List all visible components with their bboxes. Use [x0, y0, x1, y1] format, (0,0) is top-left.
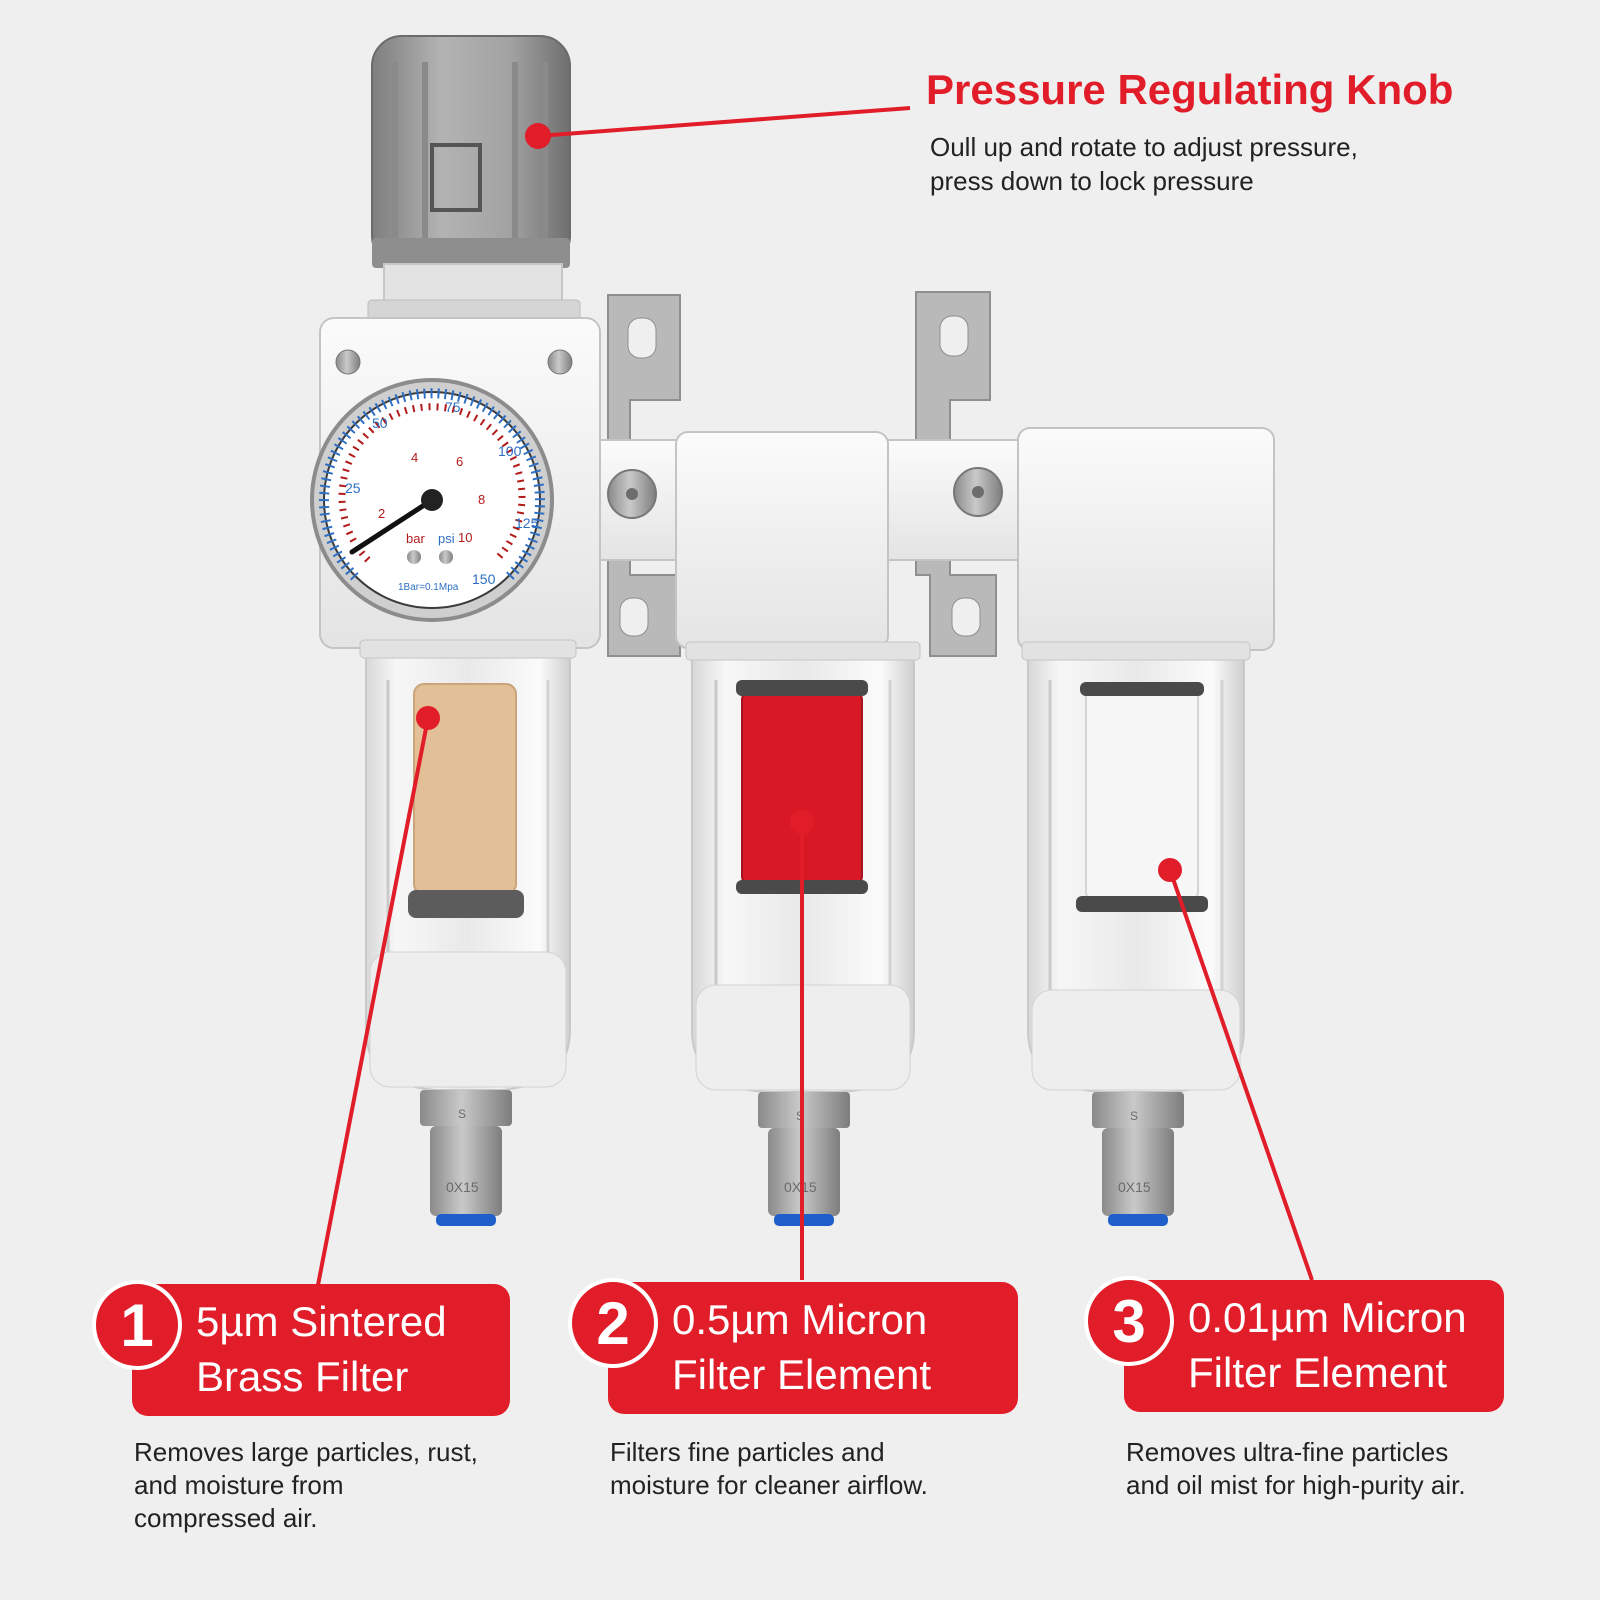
gauge-needle — [349, 497, 435, 555]
stage-2-label-box — [608, 1282, 1018, 1414]
leader-line-1 — [316, 717, 430, 1286]
drain-marking: 0X15 — [446, 1179, 479, 1195]
filter-bowl-1 — [359, 639, 577, 1091]
stage-2-title: 0.5µm Micron Filter Element — [672, 1292, 931, 1402]
knob-callout-title: Pressure Regulating Knob — [926, 66, 1454, 113]
stage-3-description: Removes ultra-fine particles and oil mis… — [1126, 1436, 1566, 1502]
stage-3-number-badge: 3 — [1084, 1276, 1174, 1366]
callout-dot-2 — [790, 810, 814, 834]
gauge-bar-tick: 4 — [411, 450, 418, 465]
stage-1-title: 5µm Sintered Brass Filter — [196, 1294, 447, 1404]
stage-1-title-line: 5µm Sintered — [196, 1298, 447, 1345]
gauge-psi-tick: 150 — [472, 571, 496, 587]
mounting-bracket-left — [607, 294, 681, 657]
gauge-psi-tick: 100 — [498, 443, 522, 459]
knob-callout-description: Oull up and rotate to adjust pressure, p… — [930, 130, 1530, 198]
gauge-bar-label: bar — [406, 531, 425, 546]
stage-1-desc-line: compressed air. — [134, 1503, 318, 1533]
drain-marking: S — [1130, 1109, 1138, 1123]
stage-3-desc-line: Removes ultra-fine particles — [1126, 1437, 1449, 1467]
drain-marking: 0X15 — [1118, 1179, 1151, 1195]
leader-lines — [316, 106, 1314, 1286]
callout-dot-1 — [416, 706, 440, 730]
gauge-psi-tick: 50 — [372, 415, 388, 431]
stage-1-label-box — [132, 1284, 510, 1416]
gauge-psi-label: psi — [438, 531, 455, 546]
filter-head-3 — [1017, 427, 1275, 651]
mounting-bracket-right — [915, 291, 997, 657]
gauge-psi-tick: 25 — [345, 480, 361, 496]
callout-dot-3 — [1158, 858, 1182, 882]
gauge-conversion-label: 1Bar=0.1Mpa — [398, 582, 459, 593]
stage-2-title-line: Filter Element — [672, 1351, 932, 1398]
leader-line-knob — [537, 106, 911, 138]
stage-1-desc-line: and moisture from — [134, 1470, 344, 1500]
stage-1-desc-line: Removes large particles, rust, — [134, 1437, 478, 1467]
knob-collar — [383, 263, 563, 305]
drain-marking: S — [458, 1107, 466, 1121]
body-screw — [335, 349, 361, 375]
stage-3-desc-line: and oil mist for high-purity air. — [1126, 1470, 1466, 1500]
stage-1-number-badge: 1 — [92, 1280, 182, 1370]
knob-callout-desc-line: press down to lock pressure — [930, 166, 1254, 196]
filter-head-2 — [675, 431, 889, 649]
stage-2-desc-line: moisture for cleaner airflow. — [610, 1470, 928, 1500]
stage-2-description: Filters fine particles and moisture for … — [610, 1436, 1010, 1502]
leader-line-3 — [1168, 869, 1314, 1281]
gauge-bar-tick: 10 — [458, 530, 472, 545]
pressure-knob — [371, 35, 571, 268]
stage-1-title-line: Brass Filter — [196, 1353, 409, 1400]
drain-fitting-3: S 0X15 — [1092, 1092, 1184, 1226]
stage-3-label-box — [1124, 1280, 1504, 1412]
stage-2-desc-line: Filters fine particles and — [610, 1437, 885, 1467]
gauge-bar-tick: 8 — [478, 492, 485, 507]
gauge-bar-tick: 2 — [378, 506, 385, 521]
stage-3-title-line: 0.01µm Micron — [1188, 1294, 1467, 1341]
stage-2-number-badge: 2 — [568, 1278, 658, 1368]
callout-dot-knob — [525, 123, 551, 149]
filter-bowl-3 — [1021, 641, 1251, 1093]
pressure-gauge: 25 50 75 100 125 150 2 4 6 8 10 bar psi … — [310, 378, 554, 622]
stage-1-description: Removes large particles, rust, and moist… — [134, 1436, 514, 1535]
drain-fitting-1: S 0X15 — [420, 1090, 512, 1226]
gauge-psi-tick: 75 — [445, 399, 461, 415]
stage-3-title-line: Filter Element — [1188, 1349, 1448, 1396]
body-screw — [547, 349, 573, 375]
knob-callout-desc-line: Oull up and rotate to adjust pressure, — [930, 132, 1358, 162]
stage-3-title: 0.01µm Micron Filter Element — [1188, 1290, 1467, 1400]
gauge-psi-tick: 125 — [515, 515, 539, 531]
stage-2-title-line: 0.5µm Micron — [672, 1296, 928, 1343]
gauge-bar-tick: 6 — [456, 454, 463, 469]
